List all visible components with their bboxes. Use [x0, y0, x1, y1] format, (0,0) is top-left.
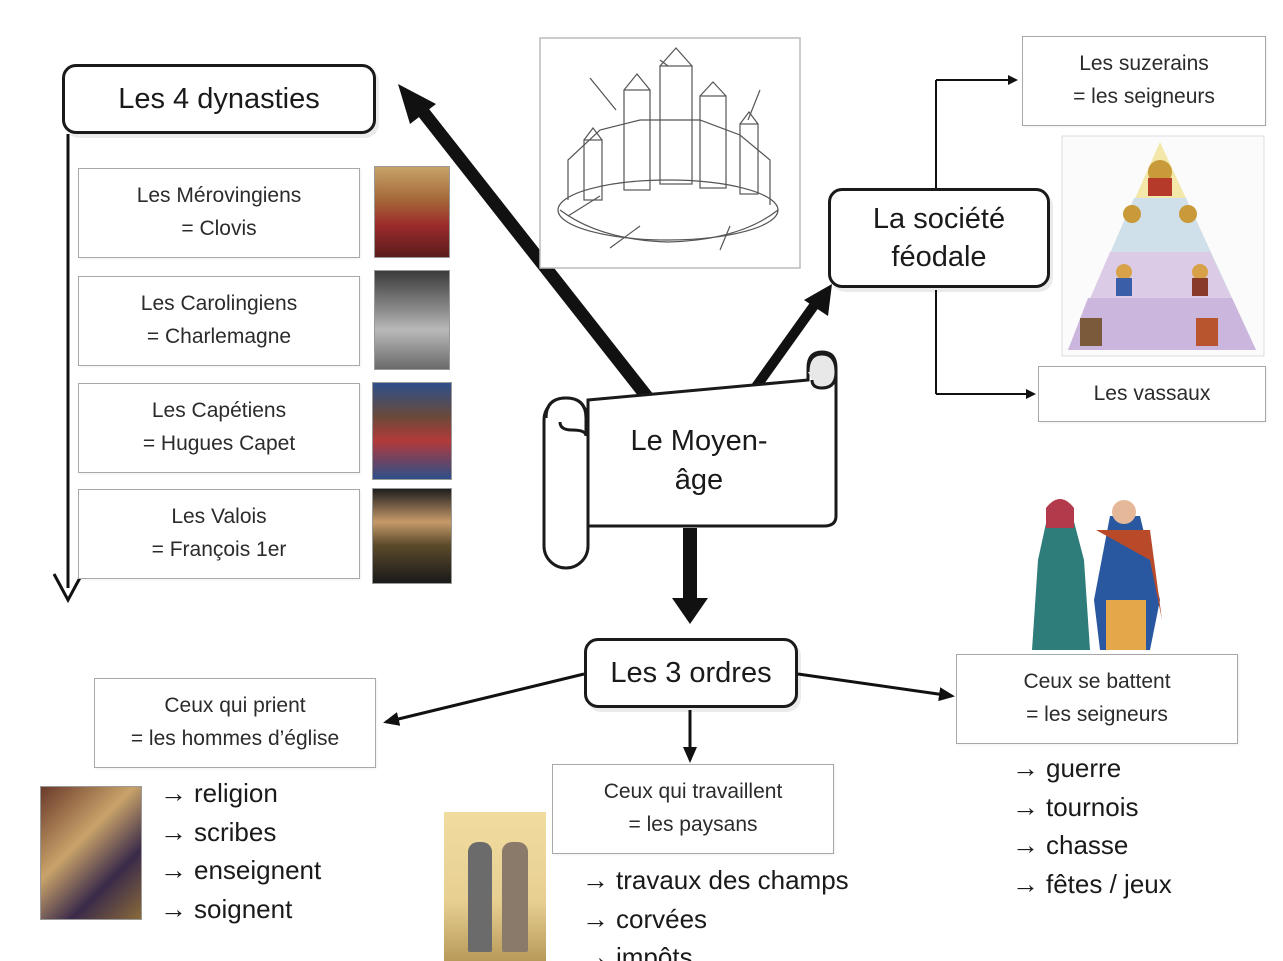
arrow-right-icon: → [1012, 791, 1039, 822]
clergy-line1: Ceux qui prient [164, 694, 306, 718]
dynasty-ruler: = François 1er [151, 538, 287, 561]
orders-title-box: Les 3 ordres [584, 638, 798, 708]
arrow-to-orders [672, 528, 708, 624]
list-item: →fêtes / jeux [1012, 865, 1172, 904]
arrow-right-icon: → [1012, 868, 1039, 899]
clergy-line2: = les hommes d’église [130, 727, 340, 750]
arrow-right-icon: → [1012, 830, 1039, 860]
hugues-capet-portrait [372, 382, 452, 480]
center-topic: Le Moyen- âge [590, 422, 808, 500]
dynasty-capetiens-box: Les Capétiens = Hugues Capet [78, 383, 360, 473]
arrow-right-icon: → [1012, 753, 1039, 783]
scroll-shape [542, 350, 838, 570]
list-item: →religion [160, 774, 321, 813]
nobles-bullets: →guerre →tournois →chasse →fêtes / jeux [1012, 749, 1172, 903]
arrow-right-icon: → [160, 778, 187, 808]
vassaux-box: Les vassaux [1038, 366, 1266, 422]
list-item: →scribes [160, 813, 321, 852]
center-topic-line2: âge [674, 464, 724, 496]
nobles-line1: Ceux se battent [1023, 670, 1171, 694]
dynasty-name: Les Valois [171, 505, 267, 529]
arrow-to-society [743, 284, 832, 401]
list-item: →tournois [1012, 788, 1172, 827]
arrow-right-icon: → [582, 903, 609, 934]
nobles-box: Ceux se battent = les seigneurs [956, 654, 1238, 744]
list-item: →chasse [1012, 826, 1172, 865]
vassaux-label: Les vassaux [1093, 381, 1211, 405]
francois-1er-portrait [372, 488, 452, 584]
center-topic-line1: Le Moyen- [630, 425, 768, 457]
dynasty-name: Les Capétiens [151, 399, 287, 423]
orders-title: Les 3 ordres [610, 656, 772, 689]
arrow-right-icon: → [582, 865, 609, 895]
dynasty-ruler: = Charlemagne [146, 325, 292, 348]
dynasty-ruler: = Clovis [181, 217, 257, 240]
peasants-line2: = les paysans [628, 813, 758, 836]
dynasty-valois-box: Les Valois = François 1er [78, 489, 360, 579]
list-item: →guerre [1012, 749, 1172, 788]
orders-arrows [383, 672, 955, 763]
dynasty-merovingiens-box: Les Mérovingiens = Clovis [78, 168, 360, 258]
society-title-box: La société féodale [828, 188, 1050, 288]
list-item: →enseignent [160, 851, 321, 890]
society-title-line1: La société [872, 203, 1006, 235]
list-item: →impôts [582, 938, 849, 961]
dynasty-ruler: = Hugues Capet [142, 432, 296, 455]
peasants-box: Ceux qui travaillent = les paysans [552, 764, 834, 854]
castle-drawing-image [539, 37, 801, 269]
feudal-pyramid-image [1061, 135, 1265, 357]
nobles-couple-image [1032, 499, 1162, 650]
list-item: →soignent [160, 890, 321, 929]
society-bracket [935, 75, 1036, 399]
dynasties-title-box: Les 4 dynasties [62, 64, 376, 134]
arrow-right-icon: → [160, 855, 187, 885]
nobles-line2: = les seigneurs [1026, 703, 1168, 726]
dynasty-carolingiens-box: Les Carolingiens = Charlemagne [78, 276, 360, 366]
charlemagne-statue-portrait [374, 270, 450, 370]
clergy-bullets: →religion →scribes →enseignent →soignent [160, 774, 321, 928]
dynasties-title: Les 4 dynasties [118, 82, 320, 115]
list-item: →travaux des champs [582, 861, 849, 900]
king-clovis-portrait [374, 166, 450, 258]
arrow-right-icon: → [160, 893, 187, 924]
dynasty-name: Les Mérovingiens [136, 184, 302, 208]
suzerains-line2: = les seigneurs [1073, 85, 1215, 108]
society-title-line2: féodale [891, 241, 987, 273]
clergy-box: Ceux qui prient = les hommes d’église [94, 678, 376, 768]
list-item: →corvées [582, 900, 849, 939]
dynasty-name: Les Carolingiens [140, 292, 298, 316]
peasants-portrait [444, 812, 546, 961]
monk-scribe-portrait [40, 786, 142, 920]
peasants-bullets: →travaux des champs →corvées →impôts [582, 861, 849, 961]
arrow-right-icon: → [582, 942, 609, 961]
arrow-to-dynasties [398, 84, 654, 403]
suzerains-box: Les suzerains = les seigneurs [1022, 36, 1266, 126]
dynasties-vertical-arrow [52, 134, 84, 604]
suzerains-line1: Les suzerains [1079, 52, 1209, 76]
peasants-line1: Ceux qui travaillent [603, 780, 783, 804]
arrow-right-icon: → [160, 816, 187, 847]
